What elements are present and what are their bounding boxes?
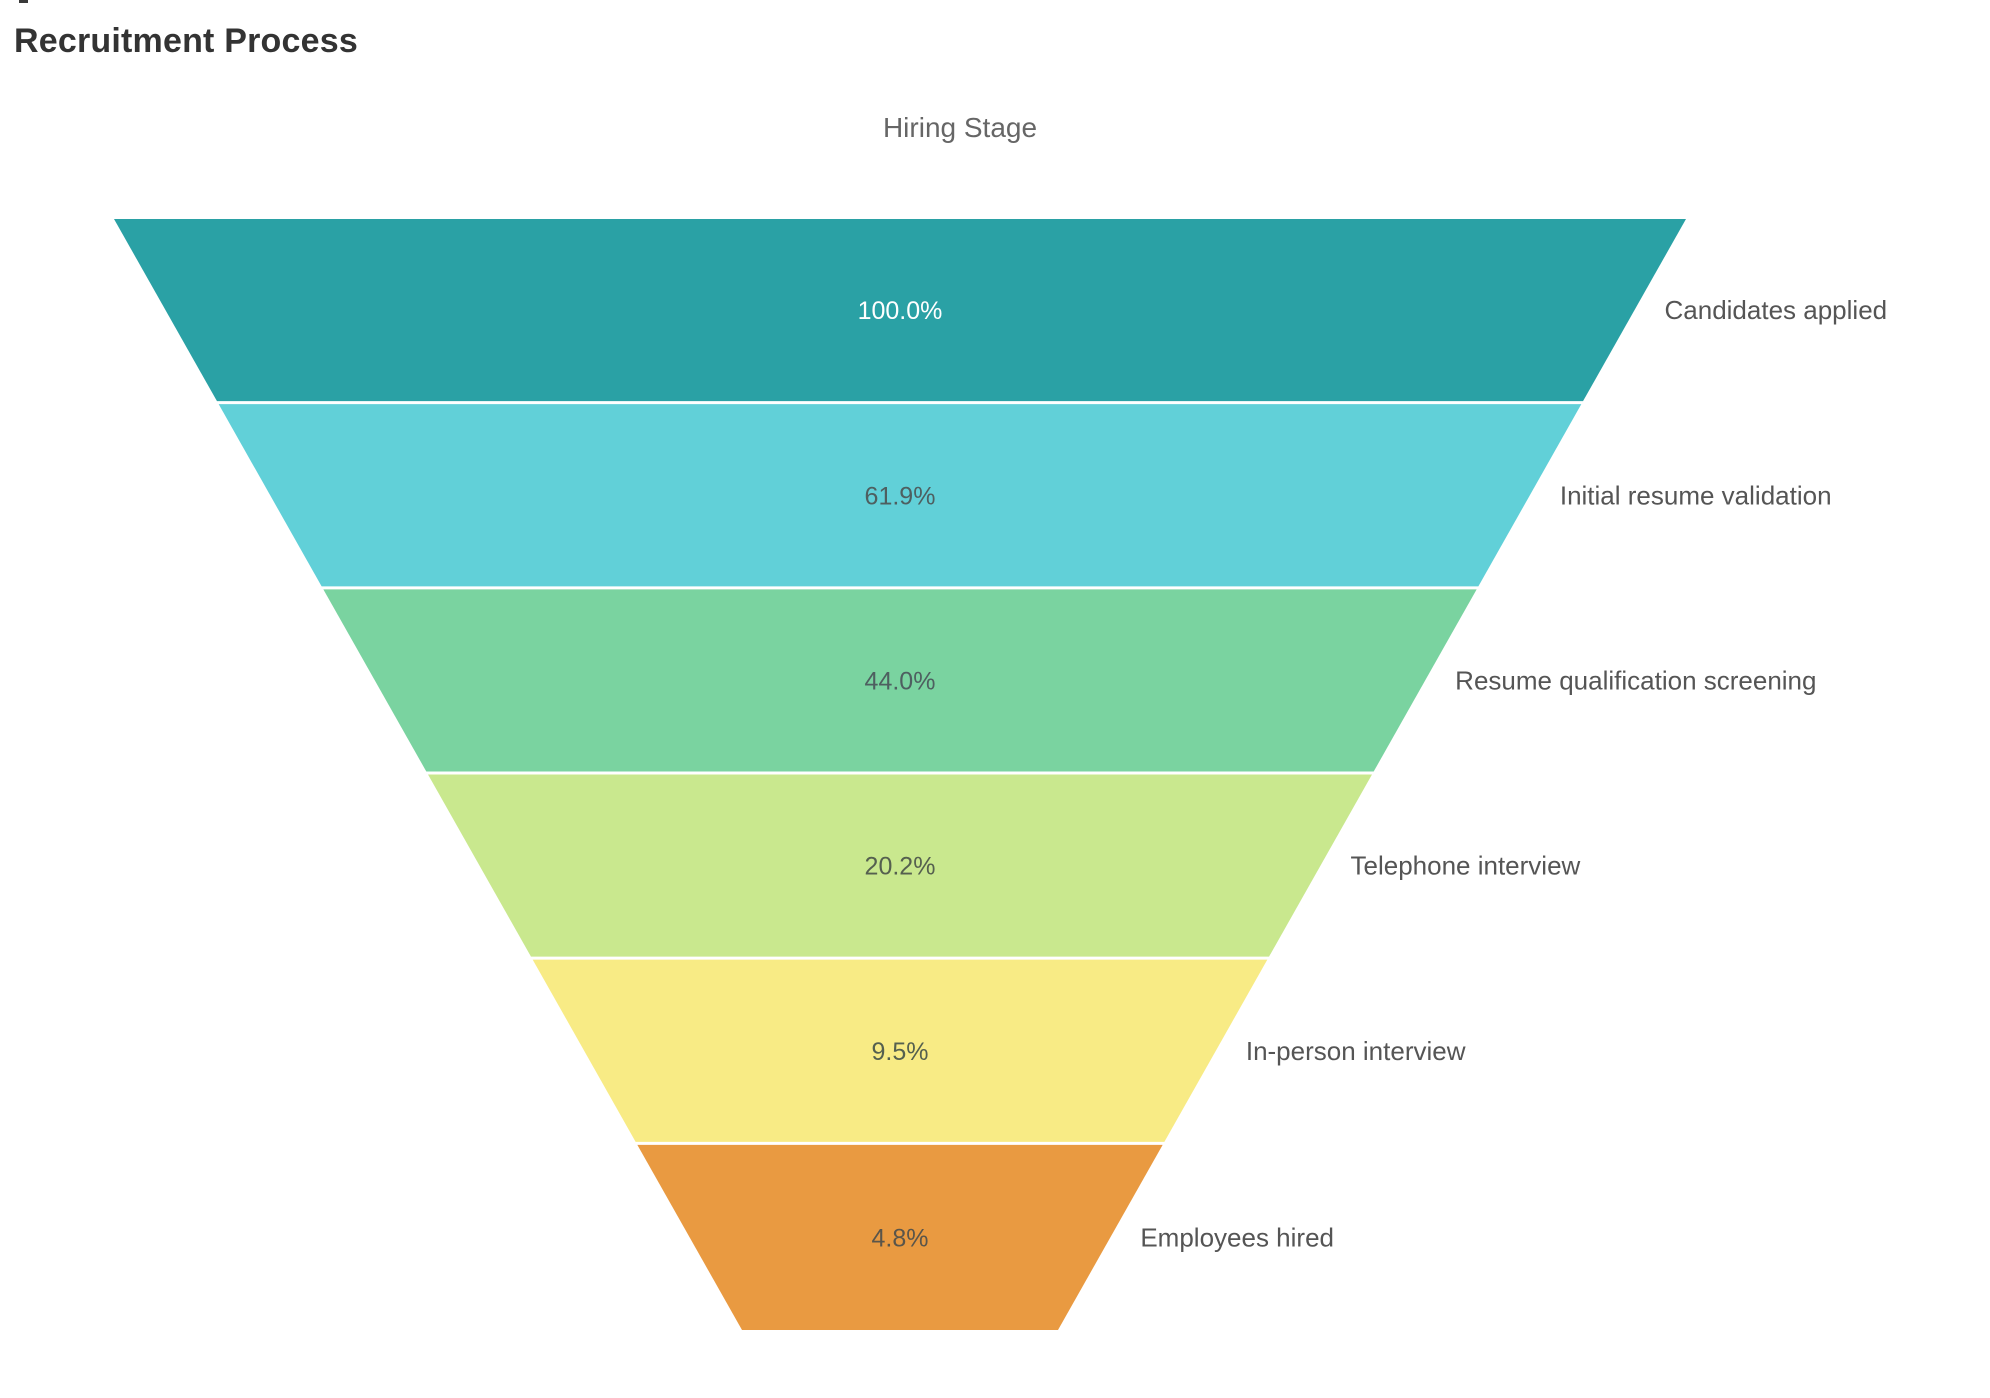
segment-percent-label: 100.0% (858, 297, 943, 325)
stage-label: Employees hired (1140, 1222, 1334, 1252)
page-title: Recruitment Process (14, 22, 358, 60)
stage-label: Initial resume validation (1560, 480, 1832, 510)
stage-label: Candidates applied (1665, 295, 1888, 325)
funnel-segment-6[interactable] (637, 1144, 1163, 1330)
segment-percent-label: 9.5% (872, 1038, 929, 1066)
stage-label: Resume qualification screening (1455, 665, 1816, 695)
segment-percent-label: 44.0% (865, 667, 936, 695)
stage-label: Telephone interview (1351, 851, 1581, 881)
stage-label: In-person interview (1246, 1036, 1466, 1066)
funnel-segment-4[interactable] (428, 774, 1372, 957)
screen-edge-artifact (19, 0, 28, 3)
segment-percent-label: 20.2% (865, 853, 936, 881)
segment-percent-label: 4.8% (872, 1224, 929, 1252)
funnel-segment-5[interactable] (532, 959, 1268, 1142)
axis-title: Hiring Stage (882, 112, 1038, 143)
funnel-segment-2[interactable] (218, 404, 1582, 587)
funnel-segment-1[interactable] (114, 219, 1686, 402)
segment-percent-label: 61.9% (865, 482, 936, 510)
funnel-segment-3[interactable] (323, 589, 1477, 772)
